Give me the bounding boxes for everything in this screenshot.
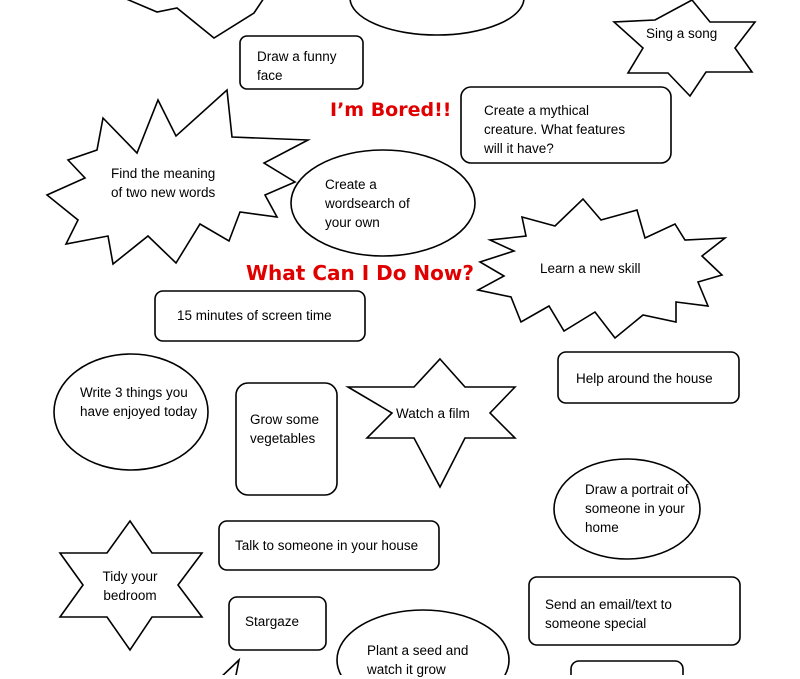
activity-send-email: Send an email/text to someone special <box>545 597 672 631</box>
box-shape-talk <box>218 520 440 571</box>
activity-new-skill: Learn a new skill <box>540 261 641 276</box>
activity-write-3-things: Write 3 things you have enjoyed today <box>80 385 198 419</box>
box-shape-bottom-partial <box>570 660 684 675</box>
activity-stargaze: Stargaze <box>245 614 300 629</box>
star-shape-top-left-partial <box>126 0 264 39</box>
box-shape-mythical <box>460 86 672 164</box>
activity-watch-film: Watch a film <box>396 406 470 421</box>
activity-portrait: Draw a portrait of someone in your home <box>585 482 689 535</box>
ellipse-shape-portrait <box>553 458 701 560</box>
heading-im-bored: I’m Bored!! <box>330 99 452 121</box>
activity-mythical-creature: Create a mythical creature. What feature… <box>484 103 626 156</box>
activity-screen-time: 15 minutes of screen time <box>177 308 332 323</box>
activity-talk: Talk to someone in your house <box>235 538 419 553</box>
activity-meaning-words: Find the meaning of two new words <box>111 166 216 200</box>
star-shape-film <box>345 357 517 489</box>
activity-grow-vegetables: Grow some vegetables <box>250 412 320 446</box>
activity-wordsearch: Create a wordsearch of your own <box>325 177 410 230</box>
burst-shape-new-skill <box>475 197 728 340</box>
ellipse-shape-plant-seed <box>336 609 510 675</box>
box-shape-vegetables <box>235 382 338 496</box>
ellipse-shape-write-3 <box>53 353 209 471</box>
box-shape-email <box>528 576 741 646</box>
ellipse-shape-wordsearch <box>290 149 476 257</box>
star-shape-tidy <box>58 519 204 652</box>
box-shape-stargaze <box>228 596 327 651</box>
star-shape-bottom-partial <box>222 657 241 675</box>
activity-sing-song: Sing a song <box>646 26 718 41</box>
star-shape-sing-song <box>612 0 757 98</box>
activity-help-house: Help around the house <box>576 371 713 386</box>
ellipse-shape-top-partial <box>349 0 525 36</box>
heading-what-can-i-do-now: What Can I Do Now? <box>246 261 474 285</box>
box-shape-help-house <box>557 351 740 404</box>
box-shape-screen-time <box>154 290 366 342</box>
activity-tidy-bedroom: Tidy your bedroom <box>102 569 158 603</box>
activity-funny-face: Draw a funny face <box>257 49 337 83</box>
box-shape-funny-face <box>239 35 364 90</box>
activity-plant-seed: Plant a seed and watch it grow <box>367 643 469 677</box>
burst-shape-meaning <box>45 88 312 266</box>
